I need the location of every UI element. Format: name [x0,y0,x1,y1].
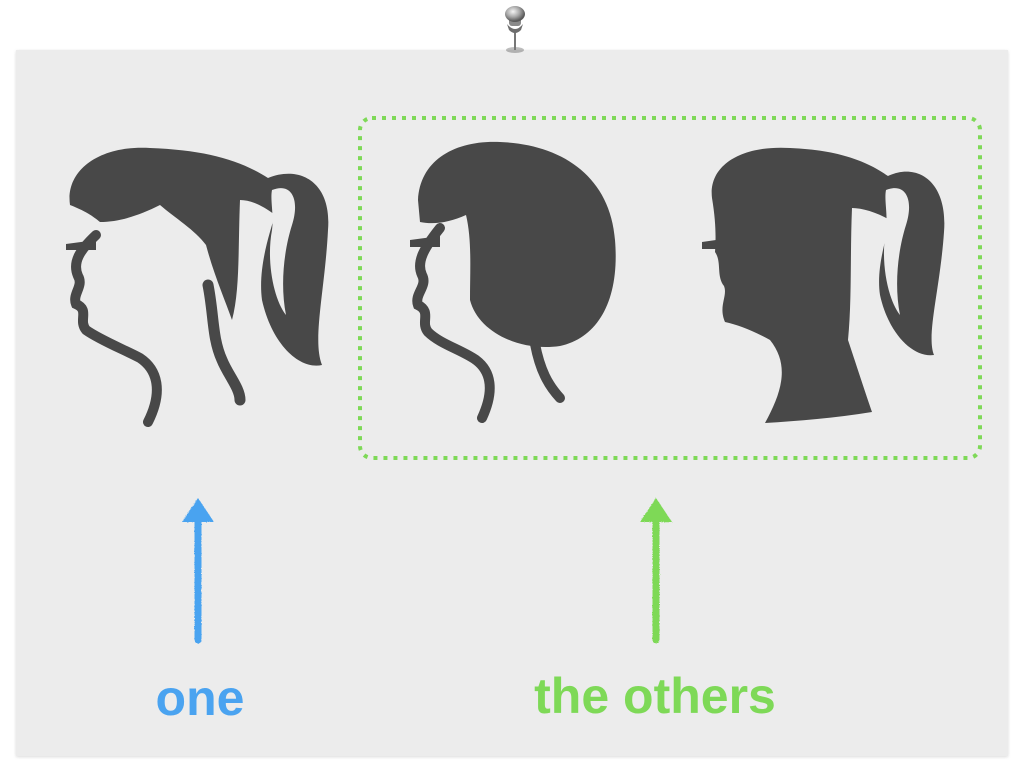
label-one: one [155,670,245,726]
others-group-box [358,116,982,460]
pushpin-icon [505,6,525,53]
label-the-others: the others [534,668,776,724]
ponytail-outline-silhouette-icon [66,147,329,427]
arrow-up-blue-icon [182,498,214,644]
ponytail-solid-silhouette-icon [702,147,945,424]
arrow-up-green-icon [640,498,672,644]
bob-outline-silhouette-icon [410,141,616,423]
